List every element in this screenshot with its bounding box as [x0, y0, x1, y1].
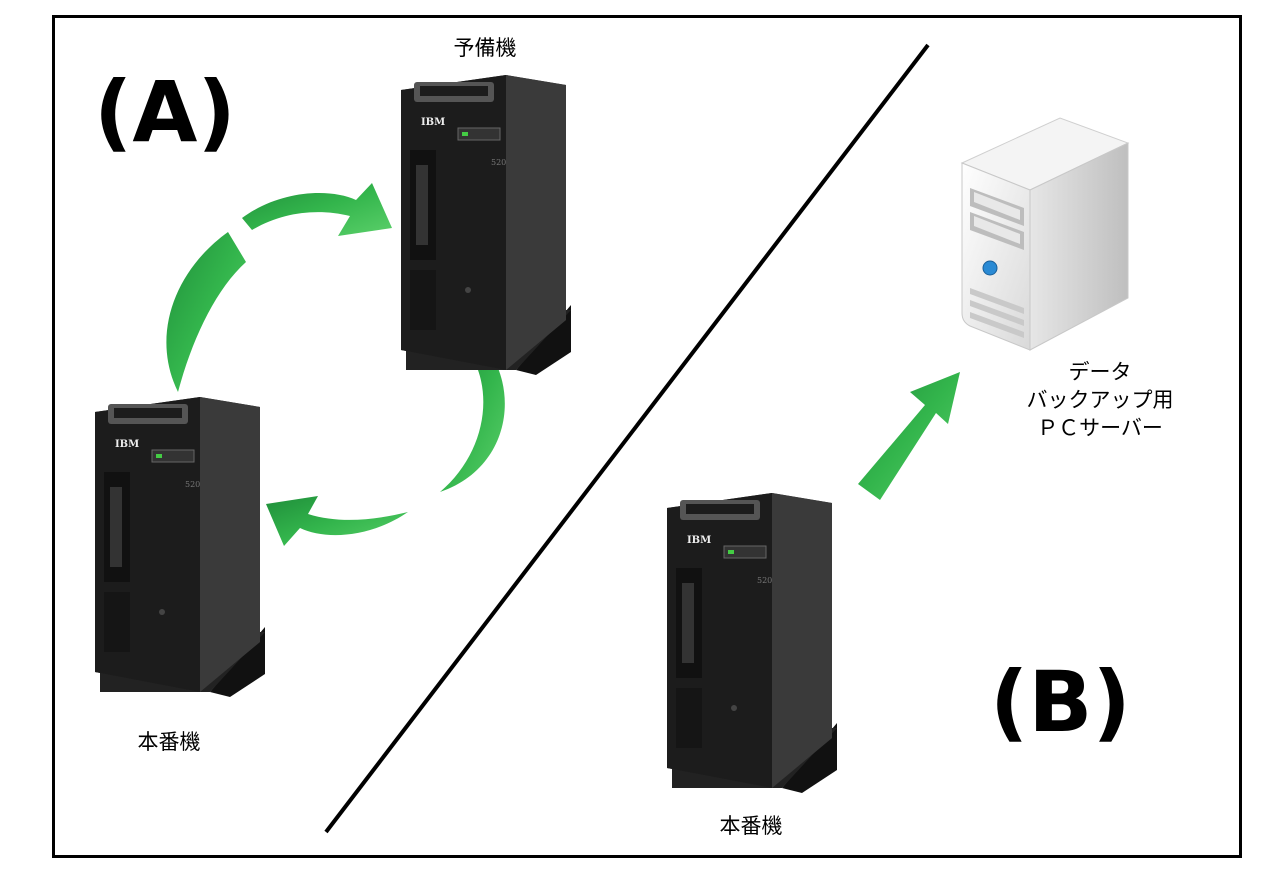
panel-a-label: (A) [94, 63, 236, 161]
divider-line [324, 43, 930, 834]
backup-pc-server-icon [960, 117, 1130, 351]
production-tower-server-icon-a: IBM 520 [95, 397, 265, 697]
diagram-frame [52, 15, 1242, 858]
svg-text:520: 520 [757, 576, 772, 585]
backup-pc-caption: データ バックアップ用 ＰＣサーバー [1000, 358, 1200, 442]
production-server-caption-b: 本番機 [719, 814, 783, 838]
standby-tower-server-icon: IBM 520 [401, 75, 571, 375]
svg-text:520: 520 [491, 158, 506, 167]
svg-text:IBM: IBM [687, 535, 711, 546]
production-server-caption-a: 本番機 [137, 730, 201, 754]
production-tower-server-icon-b: IBM 520 [667, 493, 837, 793]
arrow-production-to-backup [858, 372, 960, 500]
arrow-standby-to-production [266, 496, 408, 546]
panel-b-label: (B) [990, 653, 1131, 751]
backup-pc-caption-line2: バックアップ用 [1026, 388, 1174, 412]
arrow-standby-return-loop [440, 352, 505, 492]
backup-pc-caption-line1: データ [1068, 360, 1132, 384]
svg-text:IBM: IBM [115, 439, 139, 450]
arrow-production-left-loop [166, 232, 246, 392]
arrow-production-to-standby [242, 183, 392, 236]
svg-text:520: 520 [185, 480, 200, 489]
standby-brand-text: IBM [421, 117, 445, 128]
backup-pc-caption-line3: ＰＣサーバー [1037, 416, 1163, 440]
standby-server-caption: 予備機 [453, 36, 517, 60]
